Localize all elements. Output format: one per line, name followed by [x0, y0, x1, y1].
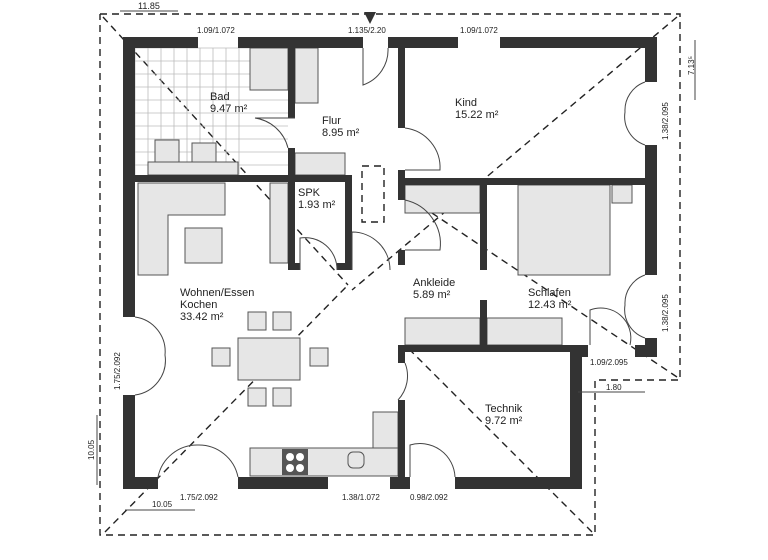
room-technik-name: Technik: [485, 403, 523, 415]
room-flur-name: Flur: [322, 115, 341, 127]
room-technik-area: 9.72 m²: [485, 415, 523, 427]
room-bad-area: 9.47 m²: [210, 103, 248, 115]
wohnen-bottom-door-label: 1.75/2.092: [180, 493, 218, 502]
room-kind-name: Kind: [455, 97, 477, 109]
kind-window-label: 1.09/1.072: [460, 26, 498, 35]
room-labels: Bad 9.47 m² Flur 8.95 m² Kind 15.22 m² S…: [180, 91, 572, 427]
room-spk-area: 1.93 m²: [298, 199, 336, 211]
room-schlafen-name: Schlafen: [528, 287, 571, 299]
room-ankleide-area: 5.89 m²: [413, 289, 451, 301]
room-flur-area: 8.95 m²: [322, 127, 360, 139]
room-kind-area: 15.22 m²: [455, 109, 499, 121]
kitchen-window-label: 1.38/1.072: [342, 493, 380, 502]
right-step-label: 1.80: [606, 383, 622, 392]
walls: [123, 37, 657, 489]
bad-window-label: 1.09/1.072: [197, 26, 235, 35]
room-ankleide-name: Ankleide: [413, 277, 455, 289]
kind-side-window-label: 1.38/2.095: [661, 102, 670, 140]
bottom-dimension-label: 10.05: [152, 500, 173, 509]
technik-door-label: 0.98/2.092: [410, 493, 448, 502]
top-dimension-label: 11.85: [138, 1, 160, 11]
dimension-lines: 11.85 10.05 10.05 7.13⁵ 1.80: [87, 1, 696, 511]
room-wohnen-area: 33.42 m²: [180, 311, 224, 323]
room-schlafen-area: 12.43 m²: [528, 299, 572, 311]
entrance-door-label: 1.135/2.20: [348, 26, 386, 35]
room-spk-name: SPK: [298, 187, 321, 199]
wohnen-side-door-label: 1.75/2.092: [113, 352, 122, 390]
schlafen-door-label: 1.09/2.095: [590, 358, 628, 367]
opening-labels: 1.09/1.072 1.135/2.20 1.09/1.072 1.38/2.…: [113, 26, 670, 502]
furniture: [137, 47, 633, 477]
left-dimension-label: 10.05: [87, 439, 96, 460]
schlafen-side-window-label: 1.38/2.095: [661, 294, 670, 332]
right-dimension-label: 7.13⁵: [687, 56, 696, 75]
roof-outline: [99, 13, 681, 536]
room-bad-name: Bad: [210, 91, 230, 103]
entrance-arrow-icon: [364, 12, 376, 24]
door-swings: [134, 47, 646, 478]
room-kochen-name: Kochen: [180, 299, 217, 311]
room-wohnen-name: Wohnen/Essen: [180, 287, 254, 299]
